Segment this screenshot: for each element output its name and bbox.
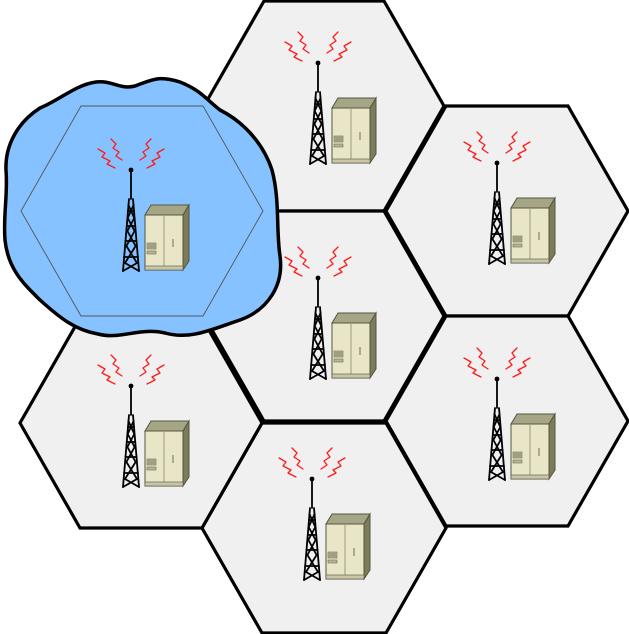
coverage-area [2, 76, 283, 338]
cell-lower-right [384, 314, 629, 528]
cell-hexagon [384, 314, 629, 528]
cell-upper-left-highlighted [2, 76, 283, 338]
cell-hexagon-outline [20, 105, 264, 317]
